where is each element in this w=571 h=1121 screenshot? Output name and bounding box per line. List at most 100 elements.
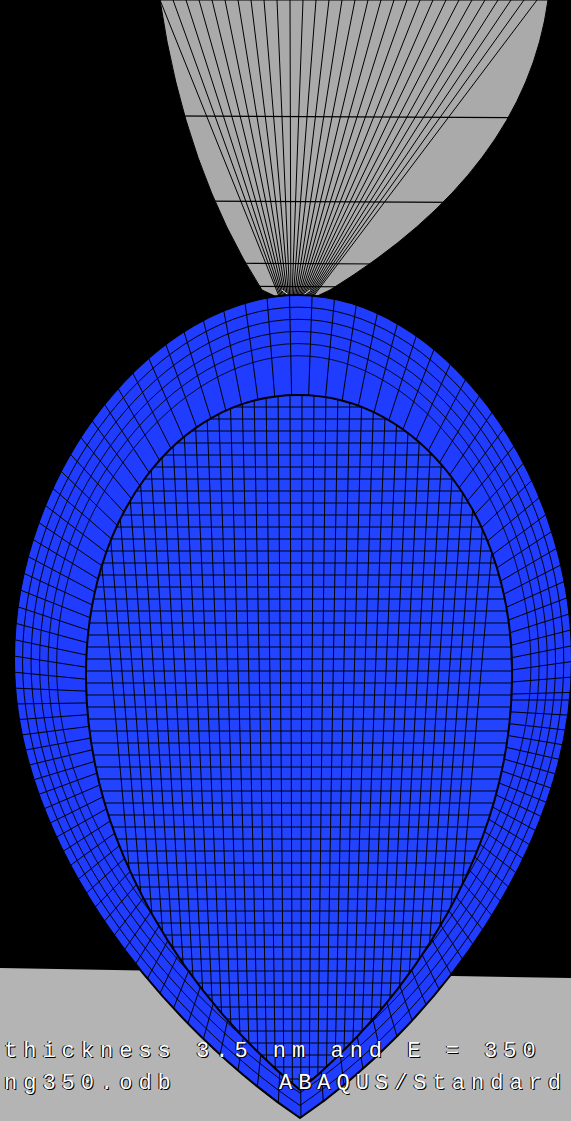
mesh-line bbox=[80, 1019, 520, 1020]
mesh-line bbox=[300, 0, 407, 300]
mesh-line bbox=[301, 390, 302, 1095]
mesh-line bbox=[80, 767, 520, 768]
mesh-line bbox=[80, 443, 520, 444]
mesh-line bbox=[299, 0, 394, 300]
mesh-line bbox=[294, 0, 329, 300]
mesh-line bbox=[80, 671, 520, 672]
mesh-line bbox=[80, 791, 520, 792]
mesh-line bbox=[80, 995, 520, 996]
mesh-line bbox=[80, 851, 520, 852]
annotation-text: thickness 3.5 nm and E = 350 bbox=[4, 1040, 542, 1064]
mesh-line bbox=[206, 390, 234, 1095]
mesh-line bbox=[266, 390, 276, 1095]
afm-tip bbox=[0, 0, 571, 312]
mesh-line bbox=[0, 115, 571, 118]
mesh-line bbox=[80, 539, 520, 540]
mesh-line bbox=[230, 390, 250, 1095]
mesh-line bbox=[278, 390, 284, 1095]
mesh-line bbox=[80, 719, 520, 720]
mesh-line bbox=[80, 551, 520, 552]
mesh-line bbox=[80, 695, 520, 696]
mesh-line bbox=[298, 0, 381, 300]
mesh-line bbox=[309, 390, 314, 1095]
annotation-text: ng350.odb bbox=[4, 1072, 177, 1096]
mesh-line bbox=[80, 623, 520, 624]
mesh-line bbox=[302, 0, 433, 300]
mesh-line bbox=[309, 0, 511, 300]
mesh-line bbox=[31, 319, 556, 1093]
mesh-line bbox=[80, 467, 520, 468]
mesh-line bbox=[80, 647, 520, 648]
mesh-line bbox=[158, 390, 200, 1095]
mesh-line bbox=[110, 390, 166, 1095]
mesh-line bbox=[295, 0, 342, 300]
mesh-line bbox=[80, 599, 520, 600]
mesh-line bbox=[80, 431, 520, 432]
tip-outline bbox=[160, 0, 548, 306]
mesh-line bbox=[80, 959, 520, 960]
mesh-line bbox=[80, 947, 520, 948]
mesh-line bbox=[80, 575, 520, 576]
mesh-line bbox=[80, 827, 520, 828]
mesh-line bbox=[80, 983, 520, 984]
mesh-line bbox=[80, 503, 520, 504]
mesh-line bbox=[80, 803, 520, 804]
mesh-line bbox=[80, 395, 520, 396]
mesh-line bbox=[146, 390, 192, 1095]
mesh-line bbox=[80, 935, 520, 936]
mesh-line bbox=[290, 0, 292, 300]
mesh-line bbox=[444, 390, 506, 1095]
mesh-line bbox=[80, 911, 520, 912]
mesh-line bbox=[80, 1007, 520, 1008]
mesh-line bbox=[170, 390, 208, 1095]
mesh-line bbox=[264, 0, 289, 300]
mesh-line bbox=[376, 390, 410, 1095]
mesh-line bbox=[318, 390, 326, 1095]
mesh-line bbox=[80, 779, 520, 780]
mesh-line bbox=[80, 587, 520, 588]
mesh-line bbox=[304, 0, 459, 300]
mesh-line bbox=[0, 200, 571, 203]
mesh-line bbox=[292, 0, 303, 300]
mesh-line bbox=[0, 285, 571, 288]
mesh-line bbox=[80, 419, 520, 420]
mesh-line bbox=[80, 515, 520, 516]
mesh-line bbox=[80, 659, 520, 660]
mesh-line bbox=[290, 390, 292, 1095]
annotation-text: ABAQUS/Standard bbox=[279, 1072, 567, 1096]
mesh-line bbox=[0, 262, 571, 265]
mesh-line bbox=[251, 0, 288, 300]
mesh-line bbox=[80, 479, 520, 480]
mesh-line bbox=[343, 390, 362, 1095]
mesh-line bbox=[80, 635, 520, 636]
mesh-line bbox=[254, 390, 267, 1095]
mesh-line bbox=[297, 0, 368, 300]
mesh-line bbox=[182, 390, 217, 1095]
mesh-line bbox=[305, 0, 472, 300]
mesh-line bbox=[80, 899, 520, 900]
mesh-line bbox=[418, 390, 470, 1095]
mesh-line bbox=[194, 390, 225, 1095]
shell-border bbox=[14, 295, 571, 1118]
mesh-line bbox=[199, 0, 284, 300]
mesh-line bbox=[303, 0, 446, 300]
mesh-line bbox=[173, 0, 282, 300]
mesh-line bbox=[80, 923, 520, 924]
mesh-line bbox=[326, 390, 338, 1095]
mesh-line bbox=[80, 407, 520, 408]
mesh-line bbox=[218, 390, 242, 1095]
mesh-line bbox=[427, 390, 482, 1095]
mesh-line bbox=[80, 887, 520, 888]
mesh-line bbox=[80, 815, 520, 816]
mesh-line bbox=[393, 390, 434, 1095]
mesh-line bbox=[122, 390, 175, 1095]
mesh-line bbox=[308, 0, 498, 300]
mesh-line bbox=[98, 390, 158, 1095]
mesh-line bbox=[80, 731, 520, 732]
mesh-line bbox=[23, 307, 564, 1105]
mesh-line bbox=[80, 455, 520, 456]
mesh-line bbox=[80, 1031, 520, 1032]
mesh-line bbox=[80, 491, 520, 492]
